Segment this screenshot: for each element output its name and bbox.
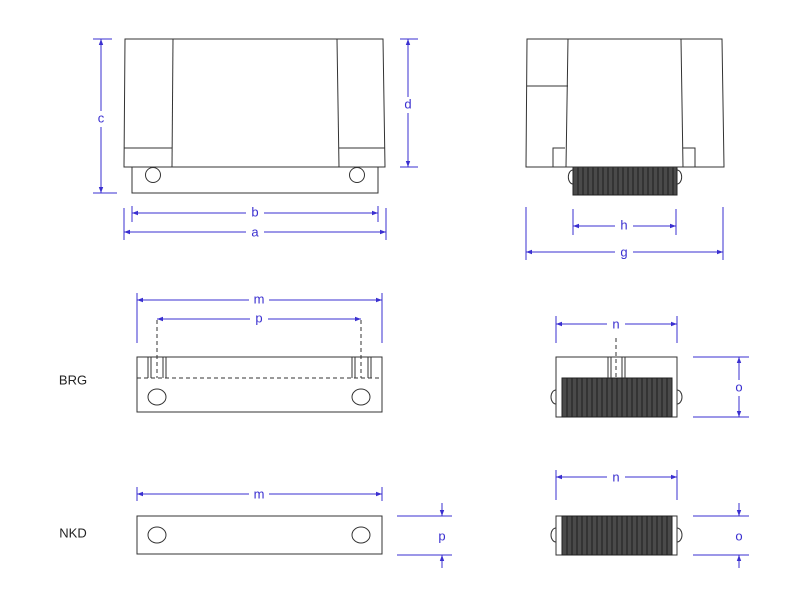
dimension-label-p: p bbox=[255, 310, 262, 325]
dimension-p-nkd: p bbox=[397, 503, 452, 568]
variant-label-brg: BRG bbox=[59, 372, 87, 387]
dimension-label-n: n bbox=[612, 469, 619, 484]
dimension-o-nkd: o bbox=[693, 503, 749, 568]
dimension-d: d bbox=[400, 38, 418, 168]
brg-end-view bbox=[550, 338, 683, 418]
rubber-roller bbox=[572, 166, 678, 196]
dimension-label-c: c bbox=[98, 110, 105, 125]
variant-label-nkd: NKD bbox=[59, 525, 86, 540]
dimension-m-brg: m bbox=[136, 291, 383, 343]
dimension-b: b bbox=[131, 204, 379, 222]
dimension-c: c bbox=[93, 38, 117, 194]
front-view bbox=[123, 38, 386, 194]
roller-body bbox=[572, 166, 678, 196]
dimension-n-nkd: n bbox=[555, 469, 678, 500]
front-body bbox=[123, 38, 386, 168]
dimension-p-brg: p bbox=[157, 310, 361, 327]
rubber-roller bbox=[561, 377, 673, 418]
dimension-label-m: m bbox=[254, 291, 265, 306]
front-base bbox=[131, 166, 379, 194]
dimension-label-h: h bbox=[620, 217, 627, 232]
dimension-m-nkd: m bbox=[136, 486, 383, 502]
rubber-roller bbox=[561, 515, 673, 556]
dimension-label-n: n bbox=[612, 316, 619, 331]
dimension-a: a bbox=[123, 208, 387, 240]
nkd-side-view bbox=[136, 515, 383, 555]
dimension-label-m: m bbox=[254, 486, 265, 501]
dimension-label-o: o bbox=[735, 379, 742, 394]
dimension-label-p: p bbox=[438, 528, 445, 543]
dimension-g: g bbox=[525, 207, 724, 260]
dimension-n-brg: n bbox=[555, 316, 678, 343]
dimension-label-o: o bbox=[735, 528, 742, 543]
front-hole-left bbox=[145, 167, 161, 183]
dimension-label-d: d bbox=[404, 96, 411, 111]
dimension-label-b: b bbox=[251, 204, 258, 219]
dimension-o-brg: o bbox=[693, 356, 749, 418]
dimension-label-a: a bbox=[251, 224, 259, 239]
brg-side-view bbox=[136, 320, 383, 413]
dimension-label-g: g bbox=[620, 244, 627, 259]
dimension-h: h bbox=[572, 209, 677, 235]
nkd-end-view bbox=[550, 515, 683, 556]
side-body bbox=[525, 38, 725, 168]
side-view bbox=[525, 38, 725, 196]
front-hole-right bbox=[349, 167, 365, 183]
